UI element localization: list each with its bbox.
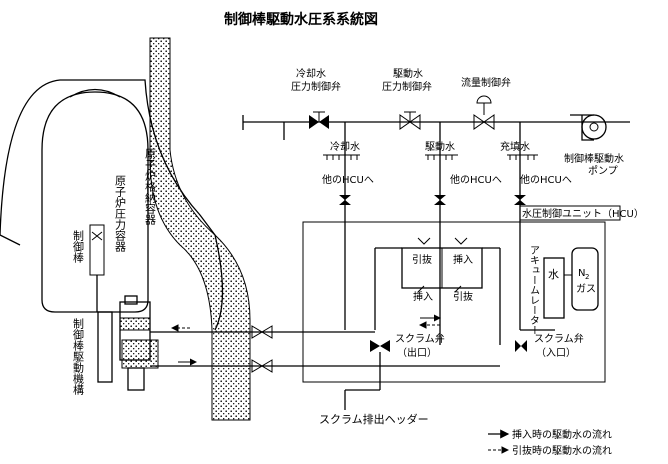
drive-water-pump[interactable] bbox=[570, 114, 607, 141]
cooling-branch-valve[interactable] bbox=[339, 195, 351, 205]
water-label: 水 bbox=[548, 268, 559, 281]
isolation-valve-2[interactable] bbox=[251, 359, 273, 373]
scram-outlet-label-2: （出口） bbox=[397, 346, 437, 359]
shield-outline bbox=[0, 79, 224, 331]
insert-top-label: 挿入 bbox=[453, 253, 473, 266]
pressure-vessel-label: 原子炉圧力容器 bbox=[114, 175, 127, 253]
flow-valve-label: 流量制御弁 bbox=[461, 76, 511, 89]
cooling-water-label: 冷却水 bbox=[330, 140, 360, 153]
scram-inlet-label-2: （入口） bbox=[536, 347, 576, 359]
charging-water-label: 充填水 bbox=[500, 140, 530, 153]
drive-branch-valve[interactable] bbox=[434, 195, 446, 205]
charging-manifold bbox=[507, 154, 538, 160]
pump-label-2: ポンプ bbox=[588, 165, 618, 177]
pressure-vessel bbox=[41, 91, 149, 313]
withdraw-top-label: 引抜 bbox=[412, 253, 432, 266]
legend: 挿入時の駆動水の流れ 引抜時の駆動水の流れ bbox=[488, 428, 612, 457]
isolation-valve-1[interactable] bbox=[251, 325, 273, 339]
to-other-hcu-2: 他のHCUへ bbox=[450, 173, 502, 186]
hcu-label: 水圧制御ユニット（HCU） bbox=[522, 207, 644, 220]
gas-label: ガス bbox=[576, 283, 596, 295]
scram-outlet-label-1: スクラム弁 bbox=[395, 332, 445, 345]
drive-valve-label-2: 圧力制御弁 bbox=[382, 80, 432, 93]
drive-mechanism-label: 制御棒駆動機構 bbox=[72, 318, 85, 395]
withdraw-bottom-label: 引抜 bbox=[453, 290, 473, 303]
to-other-hcu-3: 他のHCUへ bbox=[520, 173, 572, 186]
drive-pressure-control-valve[interactable] bbox=[399, 111, 421, 130]
to-other-hcu-1: 他のHCUへ bbox=[322, 173, 374, 186]
pump-label-1: 制御棒駆動水 bbox=[564, 152, 624, 165]
cooling-valve-label-2: 圧力制御弁 bbox=[291, 80, 341, 93]
drive-water-label: 駆動水 bbox=[425, 140, 455, 153]
cooling-manifold bbox=[323, 154, 360, 160]
solenoid-valve-icon bbox=[417, 237, 468, 293]
scram-inlet-valve[interactable] bbox=[515, 340, 527, 352]
cooling-pressure-control-valve[interactable] bbox=[309, 111, 329, 129]
n2-subscript: 2 bbox=[585, 273, 589, 281]
cooling-valve-label-1: 冷却水 bbox=[296, 67, 326, 80]
directional-valve-block bbox=[401, 247, 483, 289]
flow-control-valve[interactable] bbox=[473, 95, 495, 130]
drive-valve-label-1: 駆動水 bbox=[393, 67, 423, 80]
accumulator-gas bbox=[571, 247, 599, 311]
containment-wall bbox=[149, 37, 251, 421]
scram-inlet-label-1: スクラム弁 bbox=[534, 332, 584, 345]
drive-mechanism-housing bbox=[97, 311, 113, 383]
diagram-title: 制御棒駆動水圧系系統図 bbox=[224, 11, 378, 28]
scram-header-label: スクラム排出ヘッダー bbox=[319, 412, 429, 426]
drive-manifold bbox=[425, 154, 458, 160]
containment-label: 原子炉格納容器 bbox=[144, 148, 157, 226]
accumulator-label: アキュームレーター bbox=[528, 245, 540, 335]
insert-bottom-label: 挿入 bbox=[413, 290, 433, 303]
hcu-box bbox=[302, 221, 606, 383]
accumulator-water bbox=[543, 257, 565, 319]
charging-branch-valve[interactable] bbox=[514, 195, 526, 205]
n2-label: N bbox=[578, 268, 585, 279]
scram-outlet-valve[interactable] bbox=[370, 340, 390, 352]
control-rod-label: 制御棒 bbox=[72, 230, 85, 264]
legend-withdraw-label: 引抜時の駆動水の流れ bbox=[512, 444, 612, 457]
legend-insert-label: 挿入時の駆動水の流れ bbox=[512, 428, 612, 441]
